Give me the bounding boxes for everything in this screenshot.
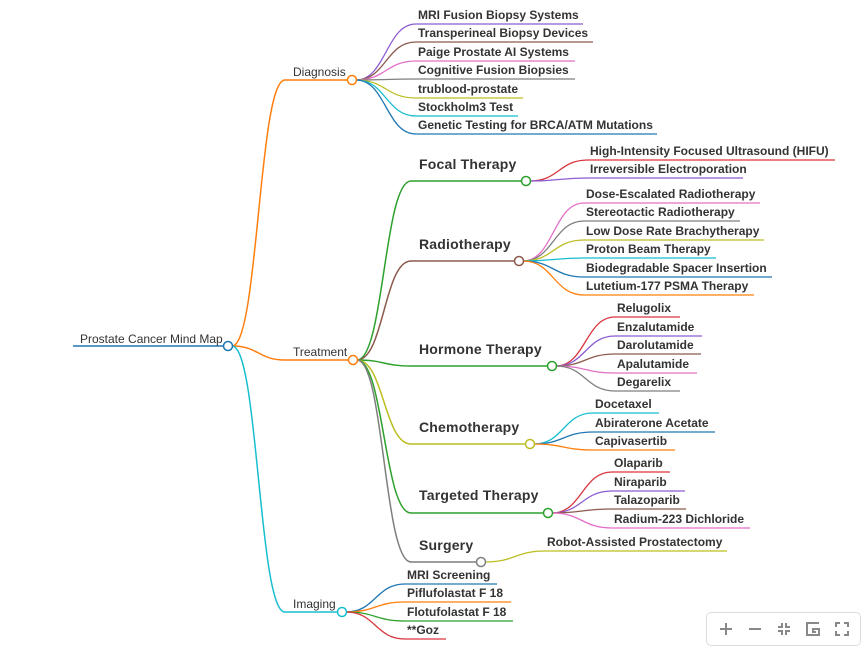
- treatment-node-toggle[interactable]: [546, 360, 558, 372]
- treatment-category-label[interactable]: Radiotherapy: [419, 236, 511, 252]
- treatment-item-edge: [522, 239, 764, 262]
- treatment-item-edge: [555, 353, 701, 367]
- branch-label-diagnosis[interactable]: Diagnosis: [293, 65, 346, 79]
- treatment-node-toggle[interactable]: [542, 507, 554, 519]
- imaging-item-edge: [345, 583, 497, 613]
- imaging-item[interactable]: MRI Screening: [407, 568, 491, 582]
- treatment-item[interactable]: Darolutamide: [617, 338, 694, 352]
- treatment-item-edge: [555, 316, 680, 367]
- imaging-item-edge: [345, 611, 446, 640]
- branch-node-toggle[interactable]: [336, 606, 348, 618]
- treatment-item[interactable]: Lutetium-177 PSMA Therapy: [586, 279, 749, 293]
- treatment-item-edge: [551, 512, 750, 529]
- treatment-item[interactable]: Niraparib: [614, 475, 667, 489]
- treatment-item-edge: [555, 365, 680, 392]
- treatment-item[interactable]: Apalutamide: [617, 357, 690, 371]
- treatment-item[interactable]: Talazoparib: [614, 493, 680, 507]
- diagnosis-item-edge: [355, 41, 593, 81]
- treatment-category-label[interactable]: Surgery: [419, 537, 474, 553]
- zoom-in-button[interactable]: [715, 618, 737, 640]
- treatment-item[interactable]: Relugolix: [617, 301, 672, 315]
- diagnosis-item[interactable]: trublood-prostate: [418, 82, 518, 96]
- treatment-edge-3: [356, 359, 526, 445]
- branch-edge-0: [231, 79, 348, 347]
- treatment-item-edge: [533, 431, 715, 445]
- treatment-item-edge: [522, 260, 754, 296]
- treatment-edge-0: [356, 180, 522, 361]
- treatment-item-edge: [529, 177, 743, 182]
- branch-node-toggle[interactable]: [347, 354, 359, 366]
- branch-label-imaging[interactable]: Imaging: [293, 597, 336, 611]
- diagnosis-item[interactable]: Stockholm3 Test: [418, 100, 514, 114]
- fullscreen-button[interactable]: [831, 618, 853, 640]
- treatment-item[interactable]: Dose-Escalated Radiotherapy: [586, 187, 756, 201]
- treatment-node-toggle[interactable]: [513, 255, 525, 267]
- treatment-node-toggle[interactable]: [520, 175, 532, 187]
- treatment-item[interactable]: Docetaxel: [595, 397, 652, 411]
- diagnosis-item[interactable]: Genetic Testing for BRCA/ATM Mutations: [418, 118, 653, 132]
- treatment-item[interactable]: Abiraterone Acetate: [595, 416, 709, 430]
- treatment-item[interactable]: Proton Beam Therapy: [586, 242, 711, 256]
- imaging-item[interactable]: Piflufolastat F 18: [407, 586, 504, 600]
- root-node-toggle[interactable]: [222, 340, 234, 352]
- treatment-item[interactable]: Enzalutamide: [617, 320, 695, 334]
- plus-icon: [719, 623, 732, 635]
- root-node-label[interactable]: Prostate Cancer Mind Map: [80, 332, 223, 346]
- treatment-edge-4: [356, 359, 544, 514]
- treatment-item-edge: [522, 202, 760, 262]
- treatment-item-edge: [555, 335, 702, 367]
- treatment-edge-1: [356, 260, 515, 361]
- treatment-item[interactable]: Stereotactic Radiotherapy: [586, 205, 735, 219]
- treatment-item[interactable]: Irreversible Electroporation: [590, 162, 747, 176]
- diagnosis-item-edge: [355, 78, 575, 81]
- branch-label-treatment[interactable]: Treatment: [293, 345, 348, 359]
- layout-button[interactable]: [802, 618, 824, 640]
- minus-icon: [748, 628, 761, 630]
- treatment-item[interactable]: Robot-Assisted Prostatectomy: [547, 535, 723, 549]
- treatment-item[interactable]: Degarelix: [617, 375, 672, 389]
- branch-node-toggle[interactable]: [346, 74, 358, 86]
- imaging-item[interactable]: **Goz: [407, 623, 440, 637]
- treatment-item[interactable]: Low Dose Rate Brachytherapy: [586, 224, 760, 238]
- diagnosis-item[interactable]: MRI Fusion Biopsy Systems: [418, 8, 579, 22]
- treatment-item[interactable]: Capivasertib: [595, 434, 668, 448]
- diagnosis-item[interactable]: Paige Prostate AI Systems: [418, 45, 569, 59]
- treatment-item[interactable]: Radium-223 Dichloride: [614, 512, 745, 526]
- treatment-category-label[interactable]: Targeted Therapy: [419, 487, 539, 503]
- collapse-icon: [777, 623, 790, 635]
- diagnosis-item[interactable]: Transperineal Biopsy Devices: [418, 26, 589, 40]
- treatment-item[interactable]: Olaparib: [614, 456, 663, 470]
- layout-icon: [805, 622, 820, 636]
- treatment-edge-5: [356, 359, 477, 563]
- fit-view-button[interactable]: [773, 618, 795, 640]
- treatment-node-toggle[interactable]: [475, 556, 487, 568]
- treatment-item[interactable]: High-Intensity Focused Ultrasound (HIFU): [590, 144, 829, 158]
- treatment-item-edge: [551, 471, 670, 514]
- treatment-item-edge: [533, 412, 659, 445]
- map-toolbar: [706, 612, 861, 646]
- treatment-item-edge: [533, 443, 675, 451]
- branch-edge-2: [231, 345, 338, 613]
- treatment-edge-2: [356, 359, 548, 367]
- fullscreen-icon: [834, 622, 849, 636]
- treatment-item-edge: [522, 220, 740, 262]
- zoom-out-button[interactable]: [744, 618, 766, 640]
- imaging-item-edge: [345, 601, 511, 613]
- diagnosis-item-edge: [355, 79, 657, 135]
- treatment-item[interactable]: Biodegradable Spacer Insertion: [586, 261, 767, 275]
- imaging-item[interactable]: Flotufolastat F 18: [407, 605, 507, 619]
- treatment-item-edge: [484, 550, 727, 563]
- treatment-category-label[interactable]: Hormone Therapy: [419, 341, 542, 357]
- treatment-category-label[interactable]: Chemotherapy: [419, 419, 520, 435]
- diagnosis-item-edge: [355, 23, 583, 81]
- treatment-category-label[interactable]: Focal Therapy: [419, 156, 517, 172]
- diagnosis-item[interactable]: Cognitive Fusion Biopsies: [418, 63, 569, 77]
- treatment-item-edge: [551, 490, 685, 514]
- treatment-node-toggle[interactable]: [524, 438, 536, 450]
- branch-edge-1: [231, 345, 349, 361]
